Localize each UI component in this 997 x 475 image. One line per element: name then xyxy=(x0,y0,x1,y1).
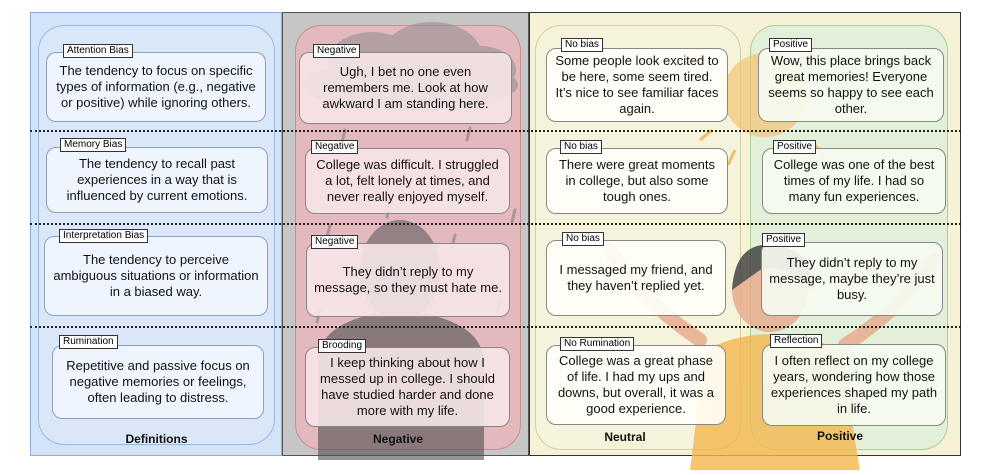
neutral-text: There were great moments in college, but… xyxy=(558,157,716,204)
neutral-tag: No bias xyxy=(561,38,603,52)
definition-tag: Interpretation Bias xyxy=(59,229,149,243)
positive-text: Wow, this place brings back great memori… xyxy=(768,53,934,116)
negative-text: They didn’t reply to my message, so they… xyxy=(314,264,502,295)
definition-tag: Memory Bias xyxy=(60,138,127,152)
definition-tag: Rumination xyxy=(59,335,118,349)
negative-card: I keep thinking about how I messed up in… xyxy=(305,347,510,427)
row-divider xyxy=(30,130,961,132)
positive-tag: Positive xyxy=(762,233,806,247)
positive-tag: Positive xyxy=(769,38,813,52)
negative-text: I keep thinking about how I messed up in… xyxy=(320,355,495,418)
positive-text: They didn’t reply to my message, maybe t… xyxy=(769,255,935,302)
positive-card: I often reflect on my college years, won… xyxy=(762,344,946,426)
row-divider xyxy=(30,326,961,328)
positive-tag: Reflection xyxy=(770,334,823,348)
definition-card-interpretation-bias: The tendency to perceive ambiguous situa… xyxy=(44,236,268,316)
column-title-negative: Negative xyxy=(372,432,424,446)
neutral-text: College was a great phase of life. I had… xyxy=(557,353,715,416)
column-title-neutral: Neutral xyxy=(604,430,646,444)
definition-text: The tendency to focus on specific types … xyxy=(56,63,256,110)
negative-tag: Negative xyxy=(311,235,359,249)
neutral-tag: No bias xyxy=(562,232,604,246)
definition-text: The tendency to perceive ambiguous situa… xyxy=(53,252,259,299)
column-title-positive: Positive xyxy=(816,429,864,443)
neutral-card: There were great moments in college, but… xyxy=(546,148,728,214)
definition-tag: Attention Bias xyxy=(63,44,133,58)
neutral-tag: No Rumination xyxy=(560,337,635,351)
row-divider xyxy=(30,223,961,225)
positive-text: College was one of the best times of my … xyxy=(773,157,935,204)
negative-text: College was difficult. I struggled a lot… xyxy=(316,157,499,204)
negative-card: They didn’t reply to my message, so they… xyxy=(306,243,510,317)
positive-card: They didn’t reply to my message, maybe t… xyxy=(761,242,943,316)
negative-text: Ugh, I bet no one even remembers me. Loo… xyxy=(322,64,489,111)
neutral-card: I messaged my friend, and they haven’t r… xyxy=(546,240,726,316)
neutral-card: College was a great phase of life. I had… xyxy=(546,345,726,425)
neutral-card: Some people look excited to be here, som… xyxy=(546,48,728,122)
definition-card-memory-bias: The tendency to recall past experiences … xyxy=(46,147,268,213)
neutral-tag: No bias xyxy=(560,140,602,154)
neutral-text: Some people look excited to be here, som… xyxy=(555,53,719,116)
positive-text: I often reflect on my college years, won… xyxy=(770,353,938,416)
definition-text: Repetitive and passive focus on negative… xyxy=(66,358,250,405)
positive-card: Wow, this place brings back great memori… xyxy=(758,48,944,122)
definition-text: The tendency to recall past experiences … xyxy=(66,156,248,203)
negative-tag: Negative xyxy=(311,140,359,154)
negative-tag: Brooding xyxy=(318,339,367,353)
definition-card-attention-bias: The tendency to focus on specific types … xyxy=(46,52,266,122)
definition-card-rumination: Repetitive and passive focus on negative… xyxy=(52,345,264,419)
positive-card: College was one of the best times of my … xyxy=(762,148,946,214)
negative-tag: Negative xyxy=(313,44,361,58)
negative-card: Ugh, I bet no one even remembers me. Loo… xyxy=(299,52,512,124)
positive-tag: Positive xyxy=(773,140,817,154)
neutral-text: I messaged my friend, and they haven’t r… xyxy=(559,262,713,293)
column-title-definitions: Definitions xyxy=(125,432,188,446)
negative-card: College was difficult. I struggled a lot… xyxy=(305,148,510,214)
